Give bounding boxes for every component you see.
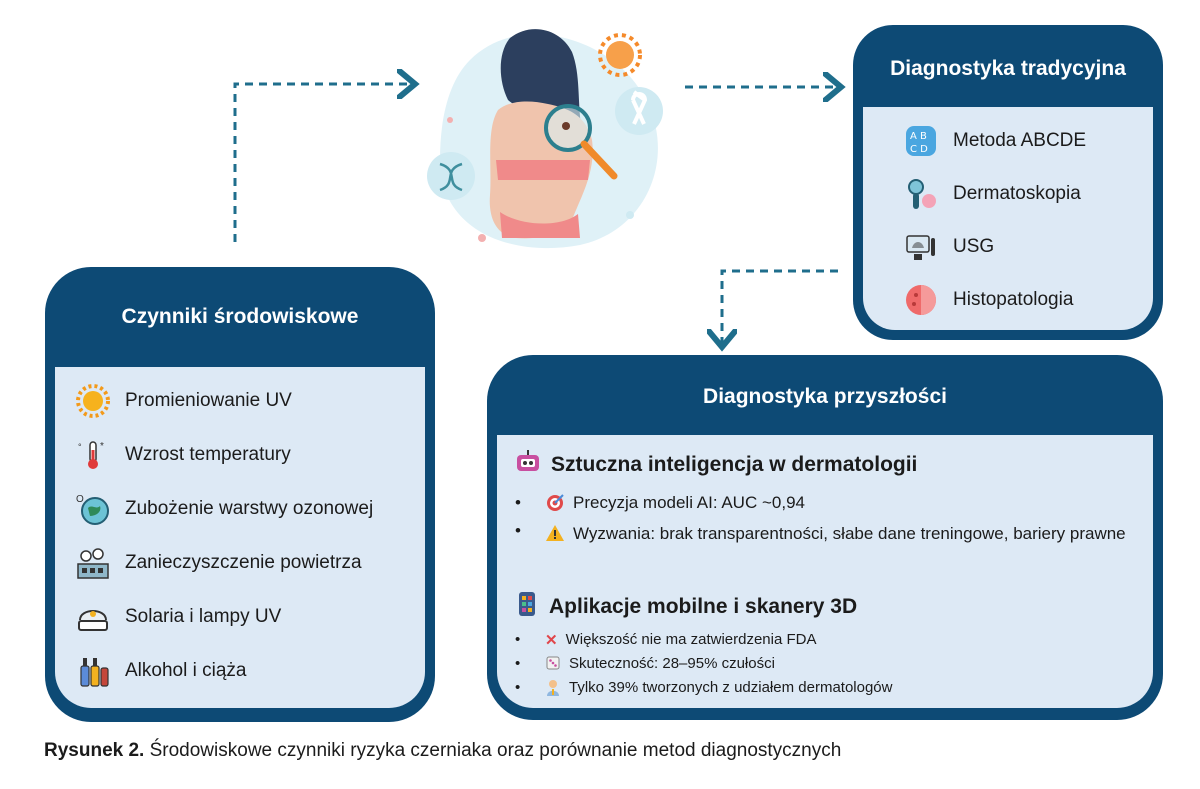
arrow-traditional-to-future: [722, 269, 838, 344]
trad-item-dermatoscopy: Dermatoskopia: [903, 176, 1081, 212]
abcd-icon: A B C D: [903, 123, 939, 159]
doctor-icon: [545, 679, 561, 701]
ai-bullet: • Wyzwania: brak transparentności, słabe…: [515, 521, 1135, 551]
trad-item-label: Dermatoskopia: [953, 183, 1081, 204]
svg-text:*: *: [100, 441, 104, 452]
traditional-panel-body: A B C D Metoda ABCDE Dermatoskopia USG Hi…: [863, 107, 1153, 330]
environmental-panel-body: Promieniowanie UV °* Wzrost temperatury …: [55, 367, 425, 708]
factory-smoke-icon: [75, 545, 111, 581]
env-item-temperature: °* Wzrost temperatury: [75, 437, 291, 473]
trad-item-abcde: A B C D Metoda ABCDE: [903, 123, 1086, 159]
traditional-panel-title: Diagnostyka tradycyjna: [890, 57, 1126, 80]
mobile-bullet: • Tylko 39% tworzonych z udziałem dermat…: [515, 679, 892, 701]
svg-text:C D: C D: [910, 144, 928, 155]
env-item-label: Zanieczyszczenie powietrza: [125, 552, 362, 573]
mobile-bullet: • Skuteczność: 28–95% czułości: [515, 655, 775, 675]
caption-text: Środowiskowe czynniki ryzyka czerniaka o…: [149, 740, 842, 761]
ai-bullet-text: Wyzwania: brak transparentności, słabe d…: [573, 524, 1126, 543]
environmental-factors-panel: Czynniki środowiskowe Promieniowanie UV …: [45, 267, 435, 722]
ai-section-title: Sztuczna inteligencja w dermatologii: [515, 449, 917, 481]
dermatoscope-icon: [903, 176, 939, 212]
tanning-bed-icon: [75, 599, 111, 635]
environmental-panel-title: Czynniki środowiskowe: [121, 305, 359, 328]
ozone-globe-icon: O: [75, 491, 111, 527]
ai-bullet: • Precyzja modeli AI: AUC ~0,94: [515, 493, 805, 518]
env-item-label: Solaria i lampy UV: [125, 606, 282, 627]
mobile-bullet-text: Skuteczność: 28–95% czułości: [569, 655, 775, 672]
env-item-air-pollution: Zanieczyszczenie powietrza: [75, 545, 362, 581]
awareness-ribbon-icon: [615, 87, 663, 135]
thermometer-icon: °*: [75, 437, 111, 473]
svg-text:A B: A B: [910, 131, 927, 142]
target-icon: [545, 493, 565, 518]
cell-sample-icon: [903, 282, 939, 318]
sun-icon: [75, 383, 111, 419]
caption-label: Rysunek 2.: [44, 740, 145, 761]
env-item-alcohol: Alkohol i ciąża: [75, 653, 246, 689]
env-item-label: Zubożenie warstwy ozonowej: [125, 498, 374, 519]
future-panel-title: Diagnostyka przyszłości: [703, 385, 947, 408]
ultrasound-icon: [903, 229, 939, 265]
mobile-bullet-text: Większość nie ma zatwierdzenia FDA: [565, 631, 817, 648]
trad-item-usg: USG: [903, 229, 994, 265]
warning-icon: [545, 523, 565, 551]
bottles-icon: [75, 653, 111, 689]
dice-icon: [545, 655, 561, 675]
svg-text:O: O: [76, 494, 84, 505]
trad-item-label: Metoda ABCDE: [953, 130, 1087, 151]
dna-icon: [427, 152, 475, 200]
traditional-diagnostics-panel: Diagnostyka tradycyjna A B C D Metoda ABC…: [853, 25, 1163, 340]
env-item-label: Wzrost temperatury: [125, 444, 291, 465]
ai-section-label: Sztuczna inteligencja w dermatologii: [551, 453, 918, 476]
arrow-env-to-illustration: [233, 84, 412, 242]
svg-text:°: °: [78, 442, 82, 452]
future-panel-body: Sztuczna inteligencja w dermatologii • P…: [497, 435, 1153, 708]
env-item-uv: Promieniowanie UV: [75, 383, 292, 419]
robot-icon: [515, 449, 541, 481]
env-item-label: Promieniowanie UV: [125, 390, 292, 411]
sun-decoration-icon: [598, 33, 642, 77]
mobile-bullet-text: Tylko 39% tworzonych z udziałem dermatol…: [569, 679, 893, 696]
cross-mark-icon: ✕: [545, 632, 558, 649]
env-item-tanning: Solaria i lampy UV: [75, 599, 281, 635]
trad-item-histopathology: Histopatologia: [903, 282, 1073, 318]
env-item-label: Alkohol i ciąża: [125, 660, 247, 681]
magnifier-icon: [544, 104, 618, 180]
phone-icon: [515, 591, 539, 623]
ai-bullet-text: Precyzja modeli AI: AUC ~0,94: [573, 493, 805, 512]
trad-item-label: Histopatologia: [953, 289, 1074, 310]
mobile-section-title: Aplikacje mobilne i skanery 3D: [515, 591, 857, 623]
mobile-bullet: • ✕ Większość nie ma zatwierdzenia FDA: [515, 631, 817, 649]
figure-caption: Rysunek 2. Środowiskowe czynniki ryzyka …: [44, 740, 841, 762]
mobile-section-label: Aplikacje mobilne i skanery 3D: [549, 595, 858, 618]
trad-item-label: USG: [953, 236, 995, 257]
future-diagnostics-panel: Diagnostyka przyszłości Sztuczna intelig…: [487, 355, 1163, 720]
env-item-ozone: O Zubożenie warstwy ozonowej: [75, 491, 373, 527]
